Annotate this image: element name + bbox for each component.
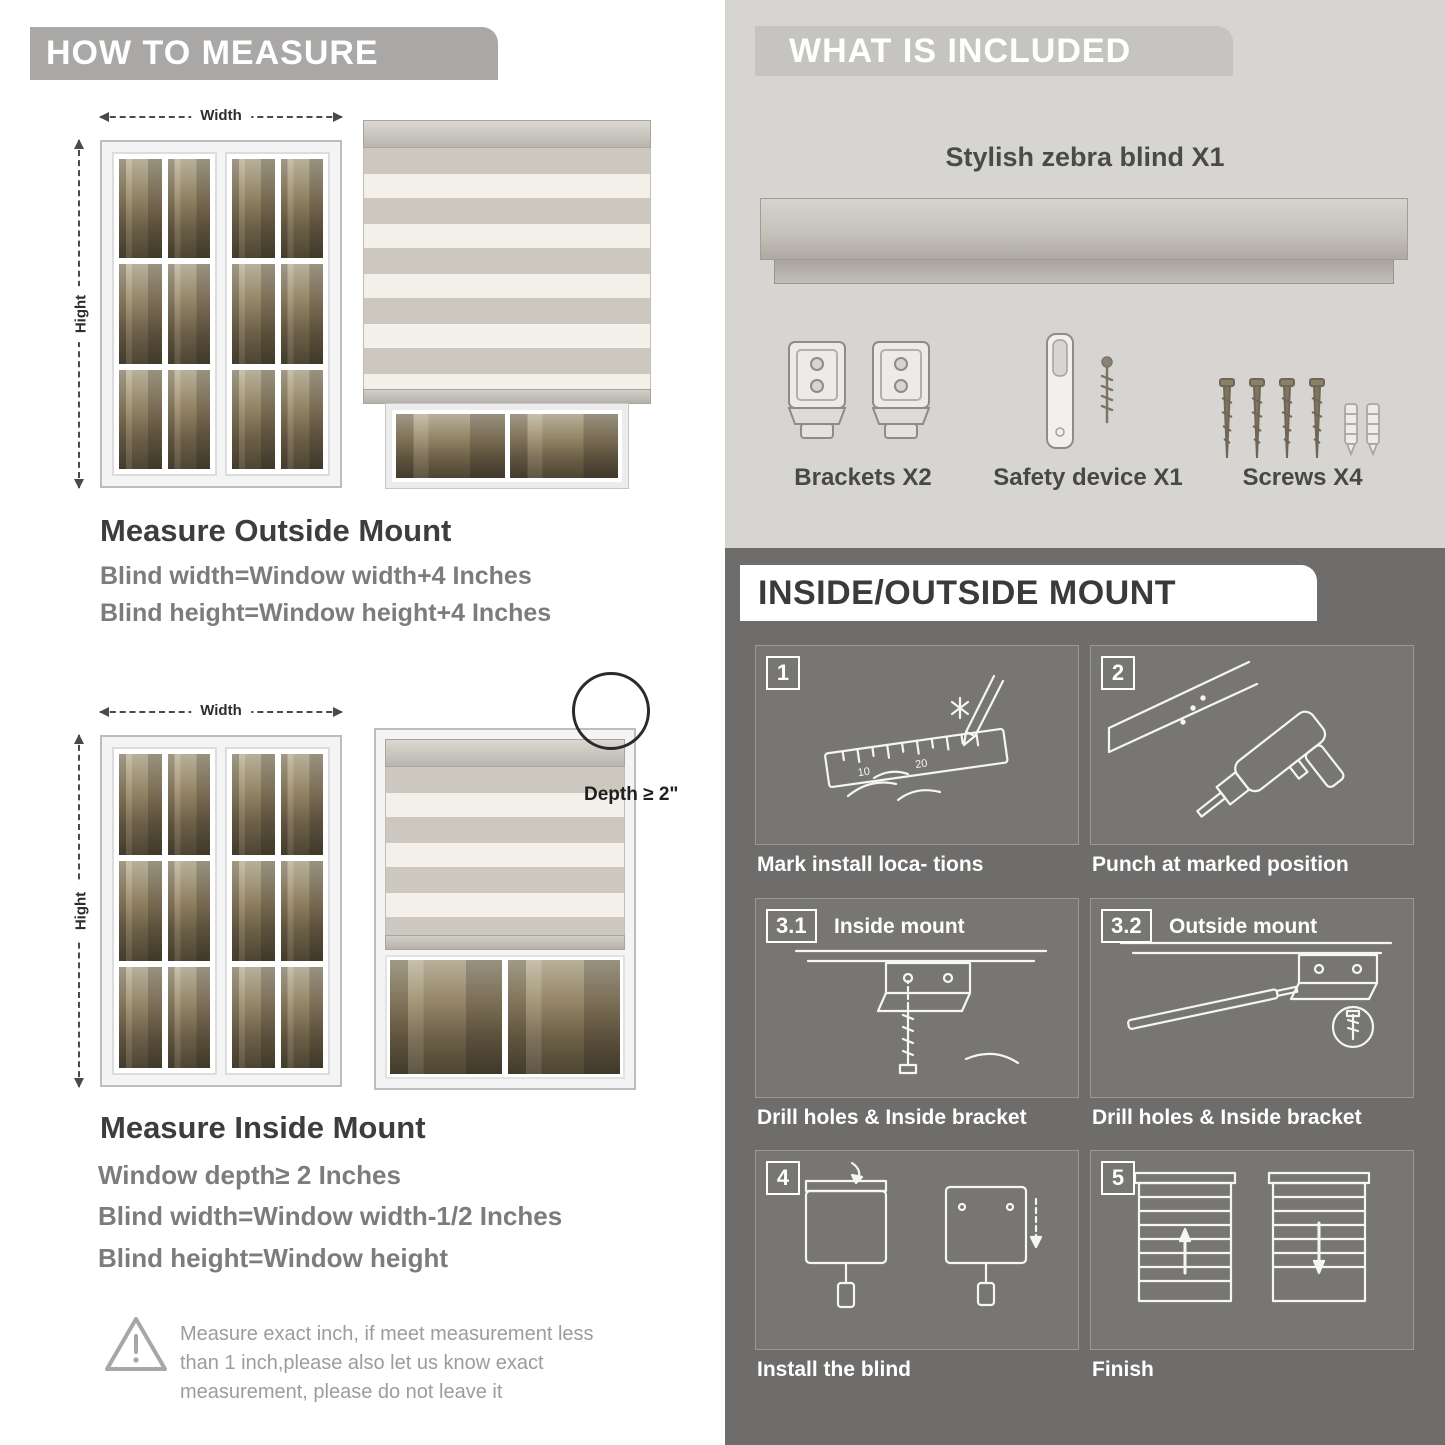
width-arrow: Width	[99, 702, 343, 719]
blind-headrail	[385, 739, 625, 767]
step-number: 2	[1101, 656, 1135, 690]
svg-text:20: 20	[914, 758, 928, 772]
safety-device-label: Safety device X1	[993, 464, 1183, 491]
depth-callout-circle	[572, 672, 650, 750]
window-sash	[112, 747, 217, 1075]
brackets-label: Brackets X2	[794, 464, 932, 491]
window-sash	[225, 152, 330, 476]
mount-instructions-header: INSIDE/OUTSIDE MOUNT	[740, 565, 1317, 621]
step-3-2-label: Outside mount	[1169, 915, 1318, 938]
step-number: 4	[766, 1161, 800, 1195]
inside-mount-rule-1: Window depth≥ 2 Inches	[98, 1160, 401, 1190]
zebra-blind-inside-illustration	[374, 728, 636, 1090]
headrail-illustration	[760, 198, 1408, 284]
product-label: Stylish zebra blind X1	[945, 142, 1225, 172]
install-blind-icon	[804, 1161, 1043, 1309]
step-4-caption: Install the blind	[757, 1358, 912, 1381]
window-below-blind	[385, 954, 625, 1079]
finish-blinds-icon	[1133, 1171, 1371, 1303]
window-sash	[112, 152, 217, 476]
blind-headrail	[363, 120, 651, 148]
blind-stripes	[363, 148, 651, 389]
step-3-1-caption: Drill holes & Inside bracket	[757, 1106, 1027, 1129]
step-3-1-label: Inside mount	[834, 915, 965, 938]
blind-bottomrail	[385, 934, 625, 950]
blind-stripes	[385, 767, 625, 935]
height-arrow: Hight	[72, 734, 90, 1088]
width-arrow-label: Width	[191, 702, 251, 719]
how-to-measure-section: HOW TO MEASURE Width Hight	[0, 0, 710, 1445]
how-to-measure-title: HOW TO MEASURE	[46, 34, 379, 72]
screws-label: Screws X4	[1242, 464, 1363, 491]
outside-mount-title: Measure Outside Mount	[100, 513, 452, 548]
outside-bracket-drill-icon	[1119, 941, 1393, 1049]
inside-mount-rule-2: Blind width=Window width-1/2 Inches	[98, 1201, 563, 1231]
brackets-icon	[787, 341, 931, 439]
step-3-2-caption: Drill holes & Inside bracket	[1092, 1106, 1362, 1129]
inside-mount-rule-3: Blind height=Window height	[98, 1243, 448, 1273]
step-3-2-card: 3.2 Outside mount	[1090, 898, 1414, 1098]
step-4-card: 4	[755, 1150, 1079, 1350]
step-2-card: 2	[1090, 645, 1414, 845]
step-2-caption: Punch at marked position	[1092, 853, 1349, 876]
warning-triangle-icon	[105, 1317, 167, 1371]
svg-text:10: 10	[857, 766, 871, 780]
step-number: 3.1	[766, 909, 817, 943]
step-5-card: 5	[1090, 1150, 1414, 1350]
height-arrow: Hight	[72, 139, 90, 489]
step-5-caption: Finish	[1092, 1358, 1154, 1381]
height-arrow-label: Hight	[72, 285, 90, 343]
depth-callout-label: Depth ≥ 2"	[584, 784, 679, 805]
window-frame	[100, 735, 342, 1087]
step-1-card: 10 20 1	[755, 645, 1079, 845]
window-illustration-inside	[100, 735, 342, 1087]
step-number: 3.2	[1101, 909, 1152, 943]
drill-icon	[1107, 660, 1345, 818]
what-is-included-section: WHAT IS INCLUDED Stylish zebra blind X1	[725, 0, 1445, 548]
step-3-1-card: 3.1 Inside mount	[755, 898, 1079, 1098]
ruler-pencil-icon: 10 20	[824, 674, 1009, 802]
window-sash	[225, 747, 330, 1075]
width-arrow-label: Width	[191, 107, 251, 124]
width-arrow: Width	[99, 107, 343, 124]
zebra-blind-outside-illustration	[363, 120, 651, 489]
outside-mount-rule-2: Blind height=Window height+4 Inches	[100, 599, 552, 627]
inside-mount-title: Measure Inside Mount	[100, 1110, 426, 1145]
mount-instructions-title: INSIDE/OUTSIDE MOUNT	[758, 574, 1177, 612]
window-frame	[100, 140, 342, 488]
step-number: 1	[766, 656, 800, 690]
blind-bottomrail	[363, 389, 651, 404]
mount-instructions-section: INSIDE/OUTSIDE MOUNT 10 20	[725, 548, 1445, 1445]
screws-icon	[1219, 378, 1380, 459]
step-1-caption: Mark install loca- tions	[757, 853, 984, 876]
step-number: 5	[1101, 1161, 1135, 1195]
height-arrow-label: Hight	[72, 882, 90, 940]
what-is-included-title: WHAT IS INCLUDED	[789, 32, 1132, 70]
window-below-blind	[363, 403, 651, 489]
outside-mount-rule-1: Blind width=Window width+4 Inches	[100, 562, 532, 590]
what-is-included-header: WHAT IS INCLUDED	[755, 26, 1233, 76]
safety-device-icon	[1046, 333, 1114, 449]
measurement-warning-text: Measure exact inch, if meet measurement …	[180, 1323, 594, 1403]
inside-bracket-screw-icon	[794, 949, 1048, 1075]
anchors	[1344, 403, 1380, 457]
how-to-measure-header: HOW TO MEASURE	[30, 27, 498, 80]
window-illustration-outside	[100, 140, 342, 488]
